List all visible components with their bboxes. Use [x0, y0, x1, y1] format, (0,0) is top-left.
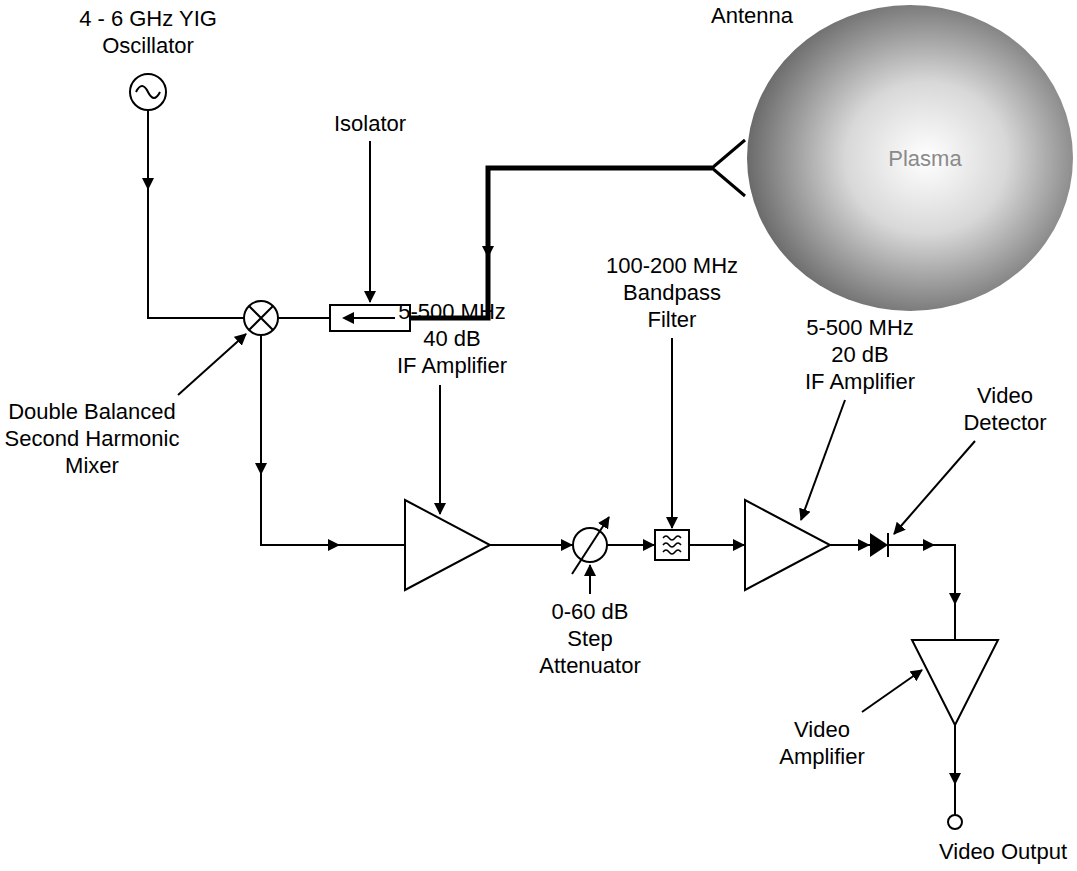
- video-amplifier-symbol: [912, 640, 998, 725]
- component-label: Isolator: [334, 110, 406, 137]
- leader-arrow: [439, 385, 441, 514]
- component-label: Antenna: [711, 2, 793, 29]
- lo-wire: [148, 110, 244, 318]
- filter-waves: [663, 536, 681, 554]
- mixer-cross: [249, 306, 273, 330]
- leader-arrow: [671, 338, 673, 528]
- diode-symbol: [870, 533, 888, 557]
- flow-arrowhead: [923, 539, 935, 551]
- component-label: Video Detector: [963, 382, 1046, 436]
- isolator-symbol: [330, 305, 410, 331]
- component-label: 5-500 MHz 20 dB IF Amplifier: [805, 314, 915, 395]
- video-wire: [954, 725, 956, 815]
- leader-arrow: [369, 141, 371, 302]
- if-wire: [261, 335, 405, 545]
- flow-arrowhead: [482, 246, 494, 258]
- leader-arrow: [862, 670, 922, 712]
- component-label: 100-200 MHz Bandpass Filter: [606, 252, 738, 333]
- flow-arrowhead: [142, 178, 154, 190]
- plasma-region: Plasma: [745, 3, 1075, 313]
- component-label: Video Output: [939, 838, 1067, 865]
- plasma-shape: [747, 5, 1073, 311]
- isolator-arrow: [350, 317, 395, 319]
- component-label: 5-500 MHz 40 dB IF Amplifier: [397, 298, 507, 379]
- component-label: Video Amplifier: [779, 716, 865, 770]
- component-label: Double Balanced Second Harmonic Mixer: [5, 398, 180, 479]
- region-label: Plasma: [888, 145, 961, 172]
- flow-arrowhead: [949, 773, 961, 785]
- amplifier-symbol: [405, 500, 490, 590]
- if-wire: [490, 544, 573, 546]
- sine-wave: [136, 86, 160, 98]
- mixer-symbol: [244, 301, 278, 335]
- flow-arrowhead: [561, 539, 573, 551]
- output-terminal: [948, 815, 962, 829]
- flow-arrowhead: [949, 593, 961, 605]
- amplifier-symbol: [745, 500, 830, 590]
- flow-arrowhead: [858, 539, 870, 551]
- flow-arrowhead: [255, 463, 267, 475]
- isolator-arrowhead: [342, 312, 354, 324]
- leader-arrow: [801, 400, 845, 520]
- video-wire: [888, 545, 955, 640]
- filter-symbol: [655, 530, 689, 560]
- oscillator-symbol: [130, 74, 166, 110]
- attenuator-arrow: [572, 517, 609, 574]
- leader-arrow: [178, 334, 246, 395]
- leader-arrow: [589, 565, 591, 594]
- leader-arrow: [894, 441, 975, 534]
- component-label: 4 - 6 GHz YIG Oscillator: [79, 5, 217, 59]
- flow-arrowhead: [328, 539, 340, 551]
- flow-arrowhead: [733, 539, 745, 551]
- rf-wire: [278, 317, 330, 319]
- flow-arrowhead: [643, 539, 655, 551]
- component-label: 0-60 dB Step Attenuator: [539, 598, 641, 679]
- antenna-symbol: [712, 140, 745, 196]
